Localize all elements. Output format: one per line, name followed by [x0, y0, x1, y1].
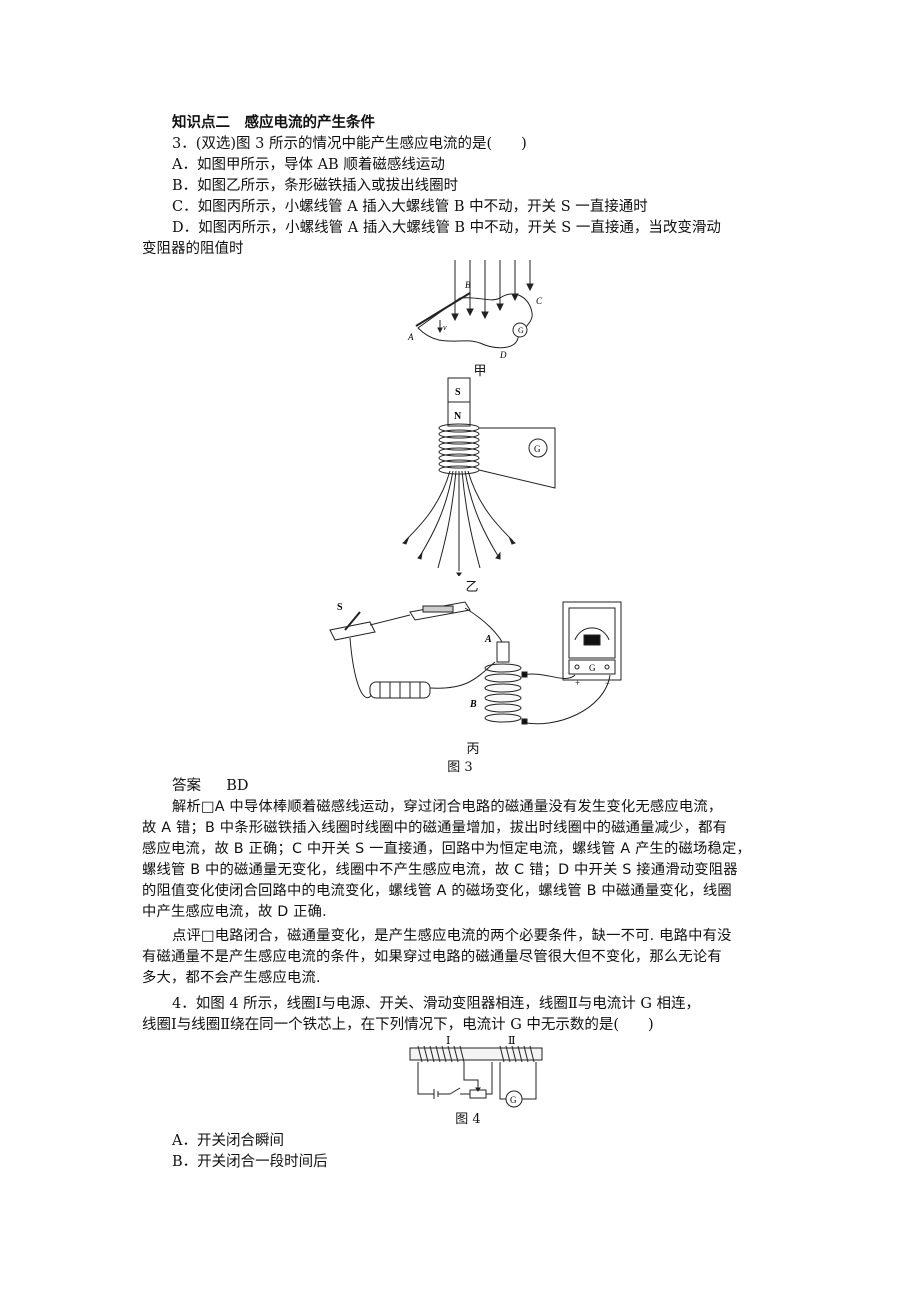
q3-option-b: B．如图乙所示，条形磁铁插入或拔出线圈时 [172, 178, 459, 194]
fig-yi-caption: 乙 [465, 580, 479, 595]
fig-yi-g-label: G [534, 444, 541, 454]
fig4-coil1-label: Ⅰ [446, 1035, 450, 1047]
explanation-line: 的阻值变化使闭合回路中的电流变化，螺线管 A 的磁场变化，螺线管 B 中磁通量变… [142, 883, 732, 899]
fig-bing-plus-label: + [575, 678, 580, 688]
fig-jia-b-label: B [465, 280, 471, 290]
fig-yi-s-label: S [455, 387, 461, 398]
section-heading: 知识点二 感应电流的产生条件 [172, 115, 375, 131]
answer-label: 答案 [172, 778, 201, 794]
figure-jia: G A B C D v [407, 260, 543, 358]
fig-bing-caption: 丙 [466, 742, 480, 757]
q3-option-d: D．如图丙所示，小螺线管 A 插入大螺线管 B 中不动，开关 S 一直接通，当改… [172, 220, 721, 236]
explanation-line: 中产生感应电流，故 D 正确. [142, 904, 327, 920]
q4-option-b: B．开关闭合一段时间后 [172, 1154, 328, 1170]
q4-stem-line2: 线圈Ⅰ与线圈Ⅱ绕在同一个铁芯上，在下列情况下，电流计 G 中无示数的是( ) [142, 1017, 654, 1033]
fig-yi-n-label: N [454, 411, 462, 422]
fig-jia-caption: 甲 [473, 364, 487, 379]
q3-option-a: A．如图甲所示，导体 AB 顺着磁感线运动 [172, 157, 445, 173]
q3-option-d-continued: 变阻器的阻值时 [142, 241, 244, 257]
fig-jia-a-label: A [407, 332, 414, 342]
figure-3-caption: 图 3 [447, 760, 473, 775]
q3-option-c: C．如图丙所示，小螺线管 A 插入大螺线管 B 中不动，开关 S 一直接通时 [172, 199, 648, 215]
figure-yi: S N G [401, 377, 556, 576]
explanation-line: 故 A 错；B 中条形磁铁插入线圈时线圈中的磁通量增加，拔出时线圈中的磁通量减少… [142, 820, 728, 836]
explanation-line: 感应电流，故 B 正确；C 中开关 S 一直接通，回路中为恒定电流，螺线管 A … [142, 841, 752, 857]
answer-row: 答案 BD [172, 776, 249, 796]
figure-4: Ⅰ Ⅱ G [409, 1035, 543, 1108]
fig-bing-coil-a-label: A [484, 634, 492, 645]
fig-bing-switch-label: S [337, 602, 343, 613]
figure-4-caption: 图 4 [455, 1112, 481, 1127]
explanation-line: 螺线管 B 中的磁通量无变化，线圈中不产生感应电流，故 C 错；D 中开关 S … [142, 862, 738, 878]
explanation-line: 解析□A 中导体棒顺着磁感线运动，穿过闭合电路的磁通量没有发生变化无感应电流， [172, 799, 723, 815]
comment-line: 多大，都不会产生感应电流. [142, 970, 321, 986]
fig4-g-label: G [510, 1095, 517, 1105]
comment-line: 有磁通量不是产生感应电流的条件，如果穿过电路的磁通量尽管很大但不变化，那么无论有 [142, 949, 722, 965]
q4-stem-line1: 4．如图 4 所示，线圈Ⅰ与电源、开关、滑动变阻器相连，线圈Ⅱ与电流计 G 相连… [172, 996, 701, 1012]
q3-stem: 3．(双选)图 3 所示的情况中能产生感应电流的是( ) [172, 136, 527, 152]
fig-bing-minus-label: − [605, 678, 610, 688]
fig-bing-g-label: G [589, 663, 596, 673]
fig-jia-v-label: v [443, 323, 447, 332]
fig-jia-c-label: C [536, 296, 543, 306]
fig-jia-g-label: G [518, 326, 524, 335]
fig-bing-coil-b-label: B [469, 699, 477, 710]
answer-value: BD [226, 778, 249, 794]
q4-option-a: A．开关闭合瞬间 [172, 1133, 284, 1149]
comment-line: 点评□电路闭合，磁通量变化，是产生感应电流的两个必要条件，缺一不可. 电路中有没 [172, 928, 732, 944]
fig4-coil2-label: Ⅱ [508, 1035, 515, 1047]
figure-bing: S A B G + − [329, 601, 622, 725]
fig-jia-d-label: D [499, 350, 507, 358]
